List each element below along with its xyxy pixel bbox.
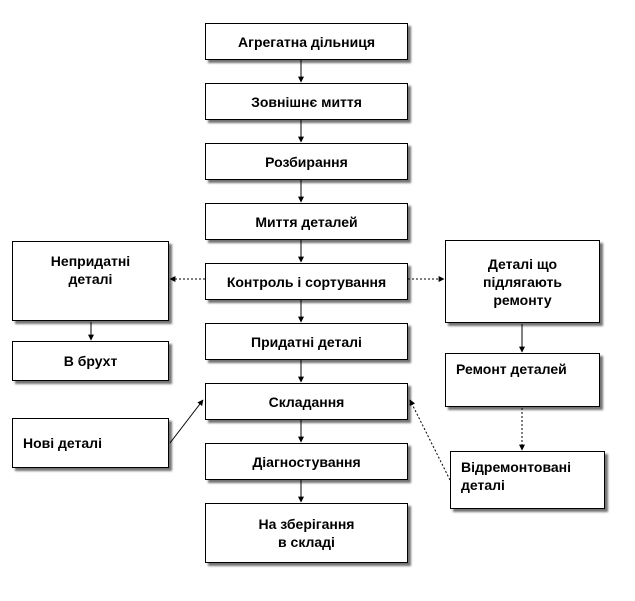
arrow-new-parts-to-assembly bbox=[169, 399, 204, 444]
node-control-sorting: Контроль і сортування bbox=[205, 263, 408, 300]
node-parts-washing: Миття деталей bbox=[205, 203, 408, 240]
node-repaired-parts: Відремонтовані деталі bbox=[450, 451, 605, 509]
node-parts-repair: Ремонт деталей bbox=[445, 353, 600, 407]
node-unusable-parts: Непридатні деталі bbox=[12, 241, 169, 321]
node-new-parts: Нові деталі bbox=[12, 418, 169, 468]
node-scrap: В брухт bbox=[12, 341, 169, 381]
node-disassembly: Розбирання bbox=[205, 143, 408, 180]
arrow-repaired-to-assembly bbox=[409, 399, 451, 481]
node-assembly: Складання bbox=[205, 383, 408, 420]
node-storage: На зберігання в складі bbox=[205, 503, 408, 563]
node-repair-needed: Деталі що підлягають ремонту bbox=[445, 240, 600, 323]
node-external-washing: Зовнішнє миття bbox=[205, 83, 408, 120]
node-aggregate-section: Агрегатна дільниця bbox=[205, 23, 408, 60]
node-usable-parts: Придатні деталі bbox=[205, 323, 408, 360]
node-diagnostics: Діагностування bbox=[205, 443, 408, 480]
